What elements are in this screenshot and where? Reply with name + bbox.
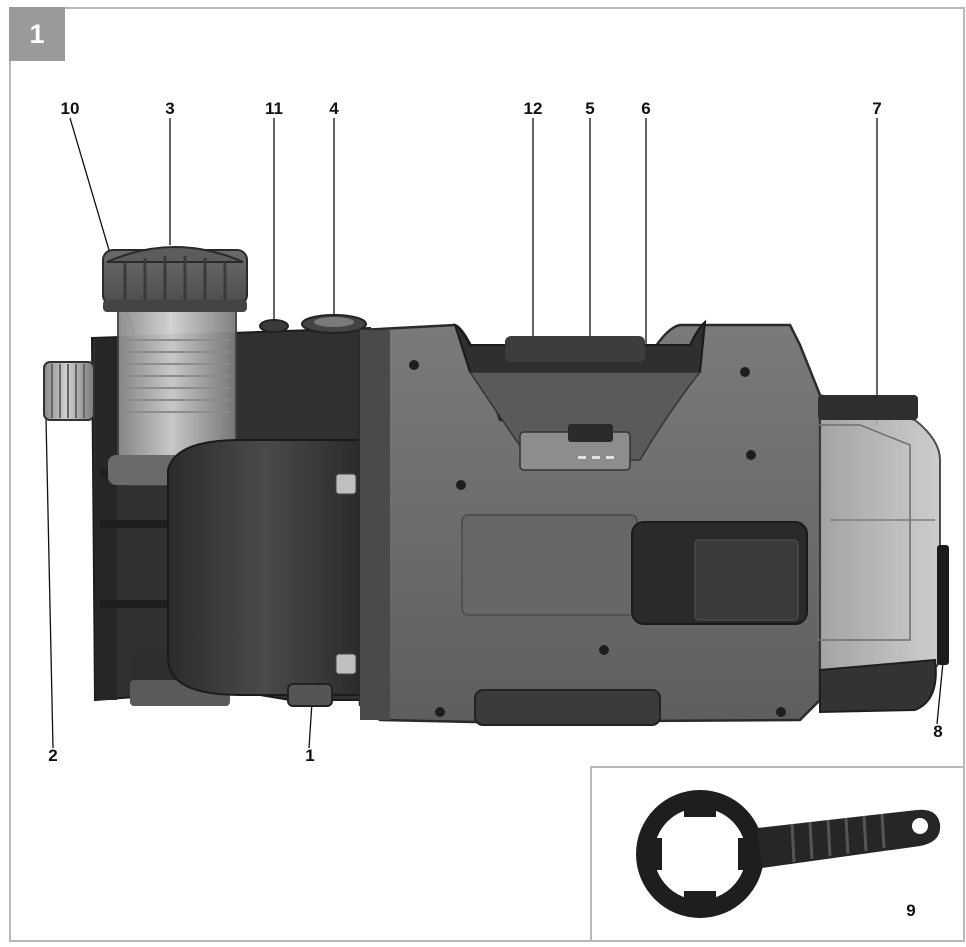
- filter-wrench-illustration: [636, 790, 941, 918]
- callout-6: 6: [641, 99, 651, 118]
- callout-11: 11: [265, 99, 283, 118]
- pump-body: [43, 246, 949, 726]
- callout-7: 7: [872, 99, 882, 118]
- callout-3: 3: [165, 99, 175, 118]
- callout-12: 12: [523, 99, 543, 118]
- callout-2: 2: [48, 746, 58, 765]
- callout-8: 8: [933, 722, 943, 741]
- callout-5: 5: [585, 99, 595, 118]
- callout-4: 4: [329, 99, 339, 118]
- wrench-inset: [590, 766, 965, 942]
- callout-10: 10: [60, 99, 80, 118]
- figure-number-badge: 1: [9, 7, 65, 61]
- callout-9: 9: [906, 901, 916, 920]
- callout-1: 1: [305, 746, 315, 765]
- figure-frame: [9, 7, 965, 942]
